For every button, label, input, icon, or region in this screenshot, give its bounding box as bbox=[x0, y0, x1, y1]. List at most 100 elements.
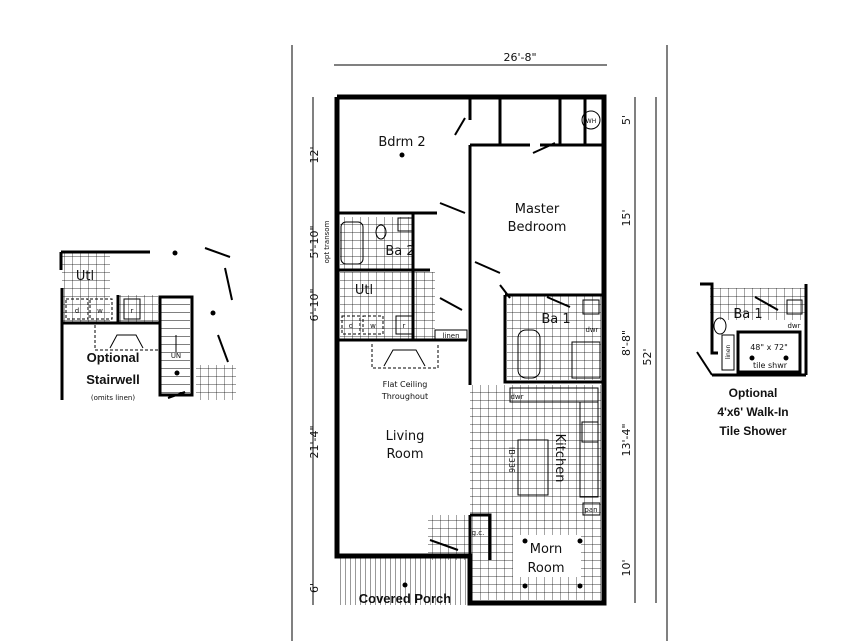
fridge-label: r bbox=[131, 307, 134, 315]
kitchen-sink bbox=[581, 421, 599, 443]
floor-tile bbox=[196, 365, 236, 400]
kitchen-counter bbox=[509, 387, 599, 403]
light-icon bbox=[174, 370, 180, 376]
light-icon bbox=[783, 355, 789, 361]
ba1-sink bbox=[582, 299, 600, 315]
stairwell-wall bbox=[158, 295, 194, 397]
shower-title: Optional bbox=[729, 386, 778, 400]
left-dim: 6'-10" bbox=[308, 288, 321, 321]
linen-label: linen bbox=[442, 332, 459, 340]
left-dim: 6' bbox=[308, 583, 321, 593]
washer-label: w bbox=[97, 307, 103, 315]
light-icon bbox=[172, 250, 178, 256]
door bbox=[439, 202, 466, 214]
shower-title-2: 4'x6' Walk-In bbox=[717, 405, 788, 419]
room-label-master: Master bbox=[515, 202, 560, 217]
fireplace-outline bbox=[371, 344, 439, 369]
door bbox=[546, 296, 571, 308]
fridge bbox=[123, 298, 141, 320]
room-label-ba1: Ba 1 bbox=[541, 312, 570, 327]
door bbox=[754, 296, 779, 311]
room-label-living-2: Room bbox=[386, 447, 423, 462]
room-label-porch: Covered Porch bbox=[359, 591, 452, 606]
linen-label: linen bbox=[725, 344, 732, 359]
door bbox=[499, 284, 511, 299]
ceiling-note: Flat Ceiling bbox=[383, 380, 428, 389]
utl-floor bbox=[62, 253, 110, 323]
entry-floor bbox=[428, 515, 470, 560]
pantry bbox=[582, 502, 601, 516]
room-label-bdrm2: Bdrm 2 bbox=[378, 135, 425, 150]
door bbox=[474, 261, 501, 274]
light-icon bbox=[577, 538, 583, 544]
ba1-drawer-label: dwr bbox=[585, 326, 598, 334]
pantry-label: pan bbox=[584, 506, 597, 514]
room-label-morn-2: Room bbox=[527, 561, 564, 576]
linen-closet bbox=[434, 329, 468, 341]
transom-note: opt transom bbox=[323, 220, 331, 263]
stairwell-note: (omits linen) bbox=[91, 394, 135, 402]
right-dim: 13'-4" bbox=[620, 423, 633, 456]
room-label-living: Living bbox=[386, 429, 425, 444]
right-dim: 8'-8" bbox=[620, 330, 633, 356]
right-dim: 5' bbox=[620, 115, 633, 125]
shower-title-3: Tile Shower bbox=[719, 424, 786, 438]
fridge-label: r bbox=[403, 322, 406, 330]
gc-wall bbox=[468, 513, 492, 600]
left-dim: 5'-10" bbox=[308, 225, 321, 258]
door bbox=[454, 117, 466, 136]
shower-size-label: 48" x 72" bbox=[750, 343, 788, 352]
ba1-wall bbox=[503, 293, 604, 384]
washer bbox=[362, 315, 384, 335]
ba1-label: Ba 1 bbox=[733, 307, 762, 322]
dishwasher-label: dwr bbox=[510, 393, 523, 401]
ba1-floor bbox=[710, 288, 805, 320]
ceiling-note-2: Throughout bbox=[381, 392, 428, 401]
drawer-label: dwr bbox=[787, 322, 800, 330]
door bbox=[532, 142, 556, 154]
water-heater-label: WH bbox=[586, 118, 596, 125]
dryer-label: d bbox=[75, 307, 79, 315]
right-dim: 15' bbox=[620, 209, 633, 226]
door bbox=[429, 539, 459, 551]
light-icon bbox=[399, 152, 405, 158]
door bbox=[217, 334, 229, 363]
wall bbox=[59, 250, 160, 400]
dryer bbox=[65, 298, 89, 320]
light-icon bbox=[749, 355, 755, 361]
stairwell-title-2: Stairwell bbox=[86, 372, 139, 387]
ba2-sink bbox=[397, 217, 413, 232]
total-depth-dim: 52' bbox=[641, 348, 654, 365]
porch-floor bbox=[338, 558, 473, 605]
gc-label: g.c. bbox=[472, 529, 485, 537]
door bbox=[224, 267, 233, 301]
toilet bbox=[713, 317, 727, 335]
door bbox=[439, 297, 463, 311]
light-icon bbox=[522, 538, 528, 544]
door bbox=[204, 247, 231, 258]
utl-floor-2 bbox=[118, 295, 158, 323]
ba1-shower bbox=[571, 341, 601, 379]
washer-label: w bbox=[370, 322, 376, 330]
room-label-kitchen: Kitchen bbox=[552, 434, 567, 483]
light-icon bbox=[522, 583, 528, 589]
room-label-master-2: Bedroom bbox=[508, 220, 567, 235]
width-dim: 26'-8" bbox=[503, 51, 536, 64]
stairwell-option: Utl d w r UN Optional Stairwell (omits l… bbox=[59, 247, 236, 402]
left-dim: 12' bbox=[308, 146, 321, 163]
right-dim: 10' bbox=[620, 559, 633, 576]
room-label-ba2: Ba 2 bbox=[385, 244, 414, 259]
light-icon bbox=[210, 310, 216, 316]
door bbox=[167, 391, 186, 399]
kitchen-island bbox=[517, 439, 549, 496]
ba2-toilet bbox=[375, 224, 387, 240]
island-label: IB-336 bbox=[507, 447, 516, 473]
sink bbox=[786, 299, 803, 315]
wall bbox=[700, 282, 808, 377]
dryer bbox=[341, 315, 361, 335]
door bbox=[696, 351, 713, 376]
light-icon bbox=[402, 582, 408, 588]
left-dim: 21'-4" bbox=[308, 425, 321, 458]
stair-label: UN bbox=[171, 352, 181, 360]
